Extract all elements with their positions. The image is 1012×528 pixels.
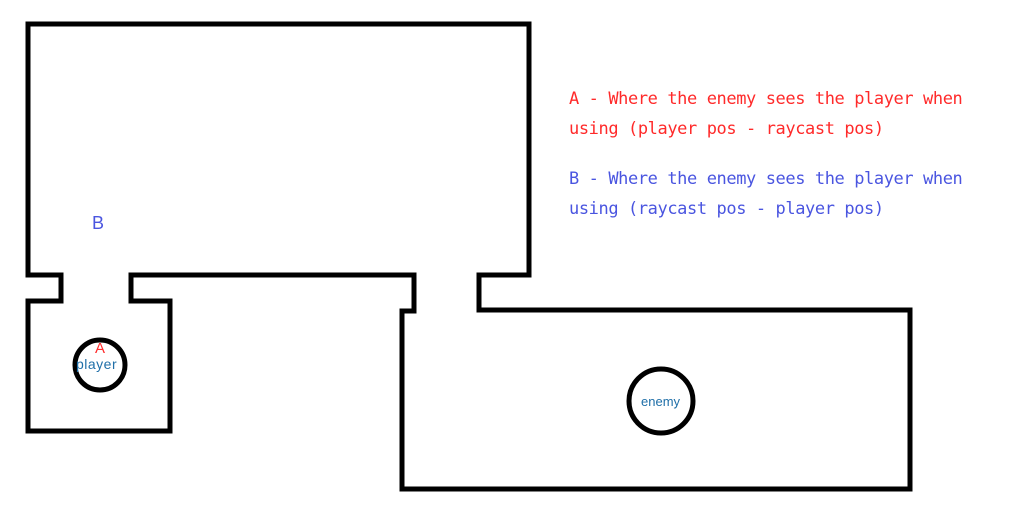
enemy-circle — [626, 366, 696, 436]
legend-a-line1: A - Where the enemy sees the player when — [569, 89, 963, 109]
marker-b: B — [92, 213, 105, 233]
player-label: player — [76, 356, 118, 372]
player-circle — [72, 337, 128, 393]
enemy-label: enemy — [641, 394, 681, 409]
marker-a: A — [95, 340, 106, 357]
legend-b-line1: B - Where the enemy sees the player when — [569, 169, 963, 189]
room-walls — [25, 21, 913, 492]
legend-b-line2: using (raycast pos - player pos) — [569, 199, 884, 219]
legend-a-line2: using (player pos - raycast pos) — [569, 119, 884, 139]
